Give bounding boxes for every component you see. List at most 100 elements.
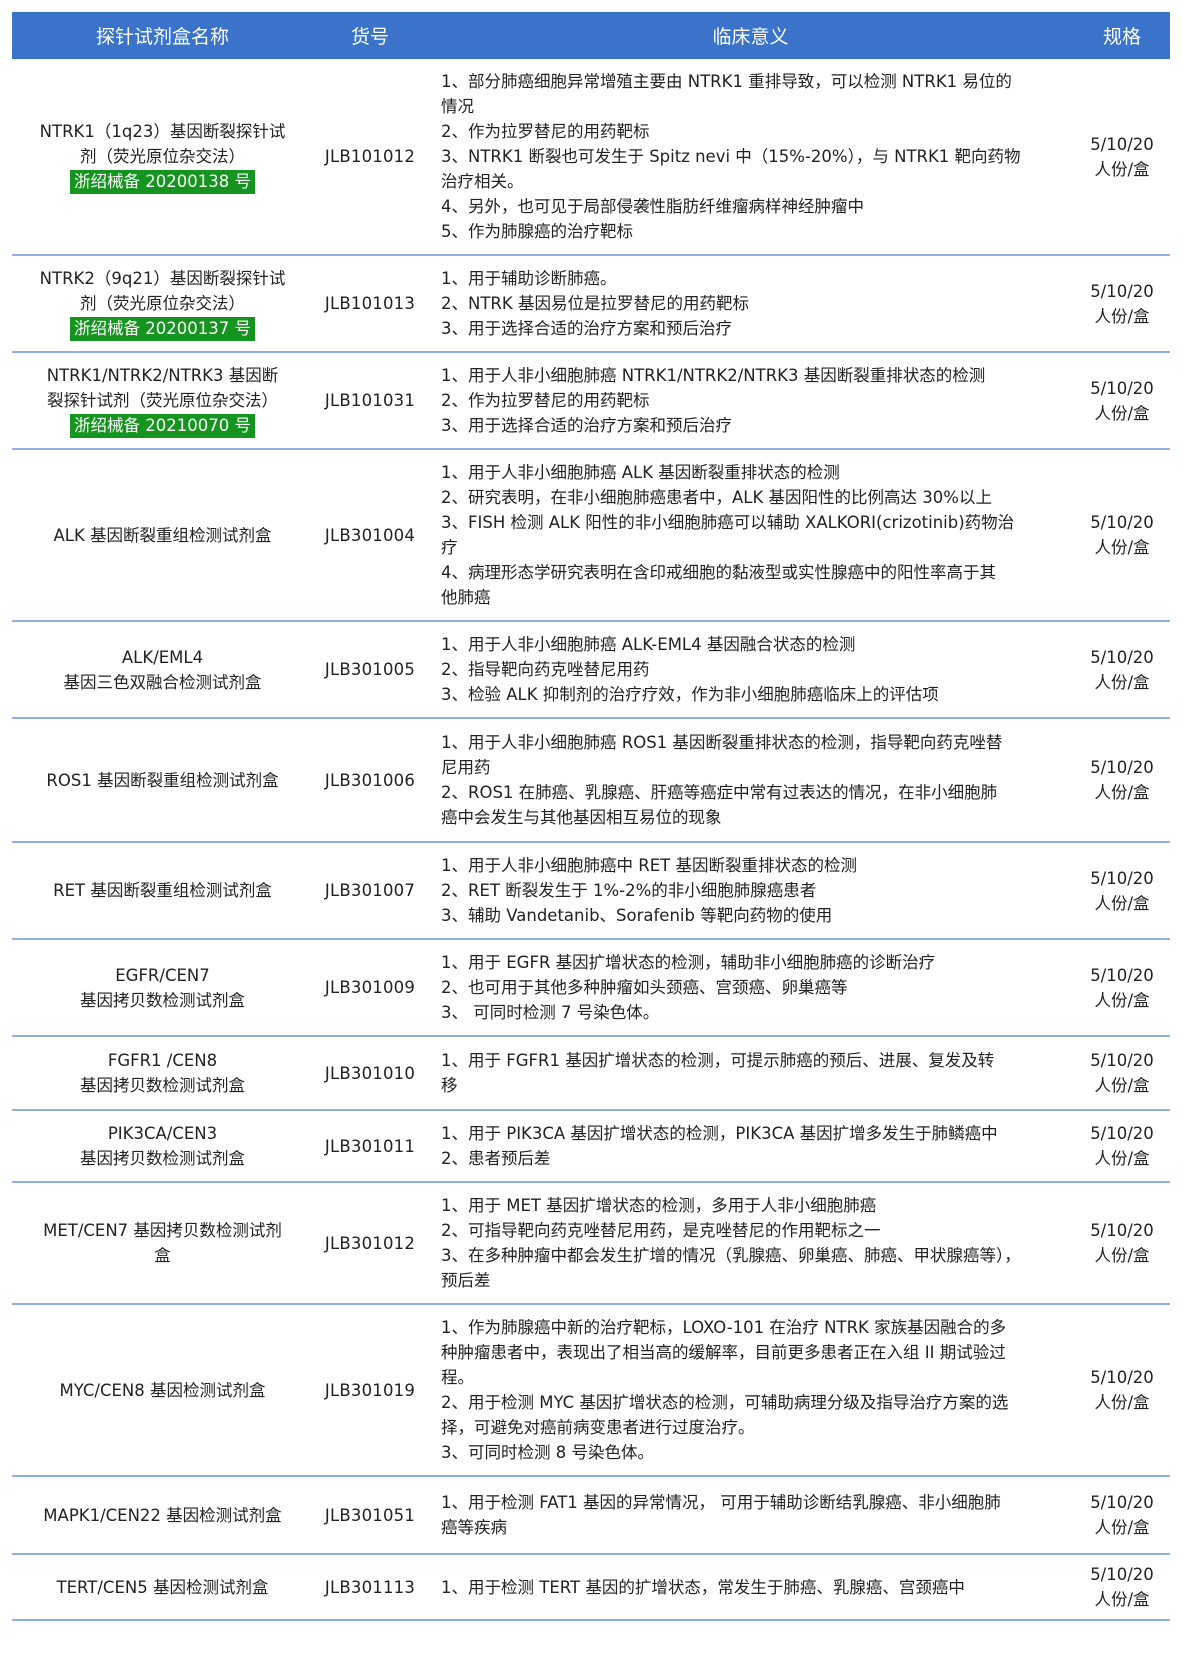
clinical-meaning-line: 4、另外，也可见于局部侵袭性脂肪纤维瘤病样神经肿瘤中 [441,197,864,216]
spec-line: 人份/盒 [1094,306,1150,326]
clinical-meaning-line: 2、NTRK 基因易位是拉罗替尼的用药靶标 [441,294,749,313]
item-code-cell: JLB301051 [313,1476,427,1555]
spec-line: 人份/盒 [1094,403,1150,423]
clinical-meaning-cell: 1、用于人非小细胞肺癌 ROS1 基因断裂重排状态的检测，指导靶向药克唑替尼用药… [427,718,1074,843]
clinical-meaning-line: 择，可避免对癌前病变患者进行过度治疗。 [441,1418,755,1437]
clinical-meaning-line: 4、病理形态学研究表明在含印戒细胞的黏液型或实性腺癌中的阳性率高于其 [441,563,996,582]
spec-cell: 5/10/20 人份/盒 [1074,1182,1170,1305]
spec-line: 5/10/20 [1090,758,1154,777]
clinical-meaning-cell: 1、用于人非小细胞肺癌 NTRK1/NTRK2/NTRK3 基因断裂重排状态的检… [427,352,1074,450]
spec-line: 5/10/20 [1090,1124,1154,1143]
clinical-meaning-line: 3、在多种肿瘤中都会发生扩增的情况（乳腺癌、卵巢癌、肺癌、甲状腺癌等）， [441,1246,1021,1265]
registration-badge: 浙绍械备 20210070 号 [70,414,255,438]
clinical-meaning-line: 疗 [441,538,458,557]
spec-line: 人份/盒 [1094,1149,1150,1168]
clinical-meaning-line: 3、 可同时检测 7 号染色体。 [441,1003,660,1022]
spec-line: 5/10/20 [1090,378,1154,398]
spec-line: 人份/盒 [1094,783,1150,802]
clinical-meaning-line: 1、用于人非小细胞肺癌 ROS1 基因断裂重排状态的检测，指导靶向药克唑替 [441,733,1003,752]
table-body: NTRK1（1q23）基因断裂探针试剂（荧光原位杂交法）浙绍械备 2020013… [12,59,1170,1621]
item-code-cell: JLB301012 [313,1182,427,1305]
clinical-meaning-cell: 1、用于人非小细胞肺癌 ALK 基因断裂重排状态的检测 2、研究表明，在非小细胞肺… [427,449,1074,622]
clinical-meaning-line: 2、可指导靶向药克唑替尼用药，是克唑替尼的作用靶标之一 [441,1221,881,1240]
spec-line: 人份/盒 [1094,538,1150,557]
kit-name-line: TERT/CEN5 基因检测试剂盒 [56,1577,269,1597]
clinical-meaning-line: 1、用于人非小细胞肺癌 NTRK1/NTRK2/NTRK3 基因断裂重排状态的检… [441,366,986,385]
clinical-meaning-line: 1、用于人非小细胞肺癌 ALK 基因断裂重排状态的检测 [441,463,840,482]
registration-badge: 浙绍械备 20200138 号 [70,170,255,194]
clinical-meaning-cell: 1、用于 FGFR1 基因扩增状态的检测，可提示肺癌的预后、进展、复发及转移 [427,1036,1074,1111]
table-row: NTRK1/NTRK2/NTRK3 基因断裂探针试剂（荧光原位杂交法） 浙绍械备 … [12,352,1170,450]
clinical-meaning-line: 2、作为拉罗替尼的用药靶标 [441,122,650,141]
spec-cell: 5/10/20 人份/盒 [1074,1554,1170,1621]
spec-line: 人份/盒 [1094,1590,1150,1609]
clinical-meaning-line: 3、用于选择合适的治疗方案和预后治疗 [441,416,732,435]
item-code-cell: JLB101012 [313,59,427,256]
clinical-meaning-line: 2、研究表明，在非小细胞肺癌患者中，ALK 基因阳性的比例高达 30%以上 [441,488,992,507]
kit-name-line: ROS1 基因断裂重组检测试剂盒 [46,770,279,790]
clinical-meaning-line: 2、患者预后差 [441,1149,551,1168]
clinical-meaning-line: 癌中会发生与其他基因相互易位的现象 [441,808,722,827]
header-meaning: 临床意义 [427,12,1074,59]
spec-line: 5/10/20 [1090,281,1154,301]
table-row: NTRK2（9q21）基因断裂探针试剂（荧光原位杂交法）浙绍械备 2020013… [12,255,1170,353]
clinical-meaning-line: 2、用于检测 MYC 基因扩增状态的检测，可辅助病理分级及指导治疗方案的选 [441,1393,1009,1412]
item-code-cell: JLB301113 [313,1554,427,1621]
item-code-cell: JLB301004 [313,449,427,622]
clinical-meaning-line: 1、用于人非小细胞肺癌 ALK-EML4 基因融合状态的检测 [441,635,856,654]
item-code-cell: JLB301019 [313,1304,427,1477]
spec-line: 5/10/20 [1090,1051,1154,1070]
probe-kit-table: 探针试剂盒名称 货号 临床意义 规格 NTRK1（1q23）基因断裂探针试剂（荧… [12,12,1170,1621]
item-code-cell: JLB101013 [313,255,427,353]
header-code: 货号 [313,12,427,59]
spec-line: 人份/盒 [1094,1246,1150,1265]
clinical-meaning-line: 1、用于辅助诊断肺癌。 [441,269,617,288]
kit-name-cell: ROS1 基因断裂重组检测试剂盒 [12,718,313,843]
spec-cell: 5/10/20 人份/盒 [1074,352,1170,450]
kit-name-line: 裂探针试剂（荧光原位杂交法） [47,391,278,410]
kit-name-line: NTRK2（9q21）基因断裂探针试 [39,269,286,288]
spec-line: 5/10/20 [1090,1221,1154,1240]
spec-line: 人份/盒 [1094,893,1150,913]
kit-name-line: MAPK1/CEN22 基因检测试剂盒 [43,1505,282,1525]
clinical-meaning-cell: 1、用于辅助诊断肺癌。 2、NTRK 基因易位是拉罗替尼的用药靶标 3、用于选择合适… [427,255,1074,353]
clinical-meaning-line: 2、RET 断裂发生于 1%-2%的非小细胞肺腺癌患者 [441,881,817,900]
kit-name-cell: FGFR1 /CEN8 基因拷贝数检测试剂盒 [12,1036,313,1111]
spec-line: 5/10/20 [1090,965,1154,985]
clinical-meaning-cell: 1、部分肺癌细胞异常增殖主要由 NTRK1 重排导致，可以检测 NTRK1 易位… [427,59,1074,256]
header-spec: 规格 [1074,12,1170,59]
kit-name-line: FGFR1 /CEN8 [107,1051,218,1070]
clinical-meaning-line: 1、用于人非小细胞肺癌中 RET 基因断裂重排状态的检测 [441,856,857,875]
clinical-meaning-line: 2、指导靶向药克唑替尼用药 [441,660,650,679]
clinical-meaning-cell: 1、用于人非小细胞肺癌中 RET 基因断裂重排状态的检测 2、RET 断裂发生于 … [427,842,1074,940]
kit-name-line: 基因三色双融合检测试剂盒 [63,672,262,692]
kit-name-cell: NTRK2（9q21）基因断裂探针试剂（荧光原位杂交法）浙绍械备 2020013… [12,255,313,353]
kit-name-line: NTRK1/NTRK2/NTRK3 基因断 [46,366,279,385]
clinical-meaning-line: 3、FISH 检测 ALK 阳性的非小细胞肺癌可以辅助 XALKORI(criz… [441,513,1015,532]
clinical-meaning-line: 情况 [441,97,474,116]
kit-name-cell: NTRK1（1q23）基因断裂探针试剂（荧光原位杂交法）浙绍械备 2020013… [12,59,313,256]
clinical-meaning-line: 1、作为肺腺癌中新的治疗靶标，LOXO-101 在治疗 NTRK 家族基因融合的… [441,1318,1007,1337]
clinical-meaning-line: 1、用于检测 TERT 基因的扩增状态，常发生于肺癌、乳腺癌、宫颈癌中 [441,1577,965,1597]
kit-name-line: 基因拷贝数检测试剂盒 [80,1076,245,1095]
clinical-meaning-line: 1、用于 MET 基因扩增状态的检测，多用于人非小细胞肺癌 [441,1196,877,1215]
spec-cell: 5/10/20 人份/盒 [1074,1110,1170,1183]
clinical-meaning-line: 3、辅助 Vandetanib、Sorafenib 等靶向药物的使用 [441,906,833,925]
spec-line: 5/10/20 [1090,1565,1154,1584]
clinical-meaning-line: 治疗相关。 [441,172,524,191]
spec-line: 5/10/20 [1090,868,1154,888]
clinical-meaning-line: 3、用于选择合适的治疗方案和预后治疗 [441,319,732,338]
spec-line: 5/10/20 [1090,513,1154,532]
kit-name-cell: ALK 基因断裂重组检测试剂盒 [12,449,313,622]
spec-line: 人份/盒 [1094,1393,1150,1412]
spec-line: 人份/盒 [1094,672,1150,692]
